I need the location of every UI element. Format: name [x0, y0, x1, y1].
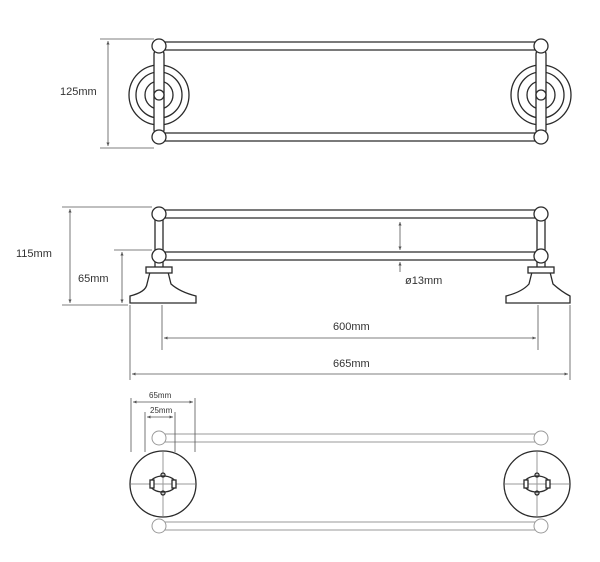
dim-plate-width: 65mm	[149, 391, 172, 400]
front-view: 125mm	[60, 38, 572, 149]
dim-fixing-distance: 25mm	[150, 406, 173, 415]
dim-height-65: 65mm	[78, 273, 109, 285]
rear-view: 65mm 25mm	[129, 391, 571, 534]
side-view: 115mm 65mm ø13mm 600mm 665mm	[16, 206, 571, 380]
side-left-bracket	[129, 206, 197, 304]
side-right-bracket	[505, 206, 571, 304]
dim-rod-length: 600mm	[333, 321, 370, 333]
front-right-rosette	[510, 38, 572, 145]
dim-rod-diameter: ø13mm	[405, 275, 442, 287]
rear-upper-rail	[159, 433, 541, 443]
rear-lower-rail	[159, 521, 541, 531]
front-upper-rail	[159, 41, 541, 51]
side-lower-rail	[159, 251, 541, 261]
front-left-rosette	[128, 38, 190, 145]
side-upper-rail	[159, 209, 541, 219]
front-lower-rail	[159, 132, 541, 142]
rear-right-backplate	[503, 450, 571, 518]
dim-overall-length: 665mm	[333, 358, 370, 370]
fixing-hole-icon	[160, 472, 166, 478]
dim-height-115: 115mm	[16, 248, 52, 260]
rear-left-backplate	[129, 450, 197, 518]
dim-height-125: 125mm	[60, 86, 97, 98]
